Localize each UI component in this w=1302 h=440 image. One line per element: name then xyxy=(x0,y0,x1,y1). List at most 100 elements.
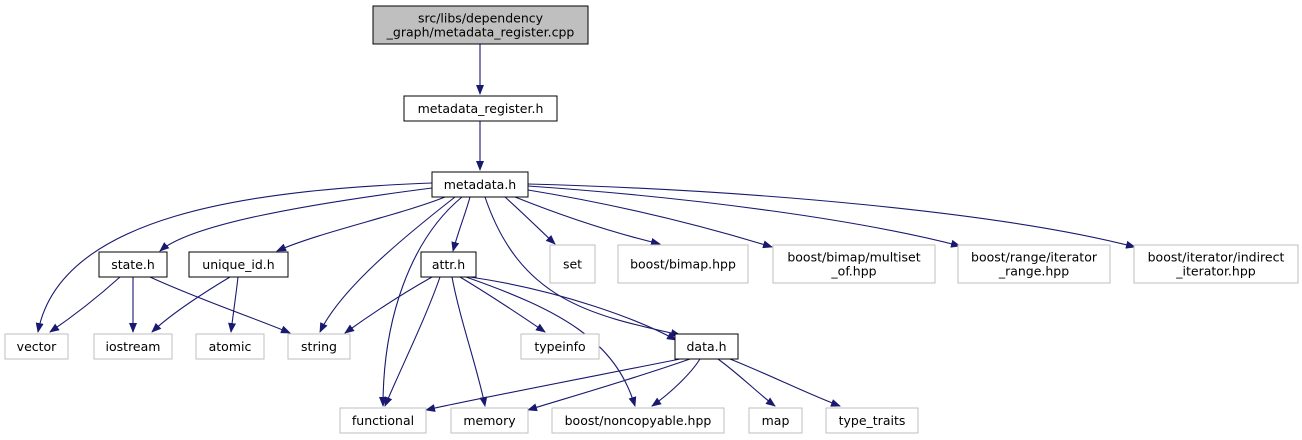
node-label: _iterator.hpp xyxy=(1175,264,1255,279)
node-string: string xyxy=(287,333,351,360)
node-box xyxy=(403,95,558,122)
node-root[interactable]: src/libs/dependency_graph/metadata_regis… xyxy=(372,5,589,45)
node-box xyxy=(772,244,936,284)
node-box xyxy=(93,333,173,360)
node-label: functional xyxy=(352,413,414,428)
edge-metadata-to-unique-id xyxy=(276,196,446,252)
nodes-layer: src/libs/dependency_graph/metadata_regis… xyxy=(4,5,1299,434)
edge-data-to-boost-noncopyable xyxy=(651,358,701,407)
node-box xyxy=(551,407,725,434)
node-set: set xyxy=(549,244,596,284)
node-label: atomic xyxy=(209,339,252,354)
node-box xyxy=(1133,244,1299,284)
node-label: type_traits xyxy=(839,413,906,428)
node-boost-indirect: boost/iterator/indirect_iterator.hpp xyxy=(1133,244,1299,284)
edge-metadata-to-boost-indirect xyxy=(527,183,1136,249)
node-type-traits: type_traits xyxy=(825,407,919,434)
node-box xyxy=(748,407,803,434)
node-memory: memory xyxy=(450,407,529,434)
edge-metadata-to-functional xyxy=(379,196,463,407)
node-label: _graph/metadata_register.cpp xyxy=(386,25,575,40)
edge-metadata-to-string xyxy=(319,196,456,333)
node-label: boost/bimap.hpp xyxy=(630,257,736,272)
node-label: state.h xyxy=(111,257,155,272)
node-box xyxy=(825,407,919,434)
edge-metadata-to-boost-multiset xyxy=(527,189,773,249)
node-attr[interactable]: attr.h xyxy=(420,251,477,278)
edge-unique-id-to-iostream xyxy=(151,276,231,333)
node-label: data.h xyxy=(686,339,726,354)
node-box xyxy=(372,5,589,45)
edge-attr-to-string xyxy=(344,276,433,334)
node-box xyxy=(4,333,69,360)
edge-metadata-to-attr xyxy=(451,196,471,252)
edge-data-to-type-traits xyxy=(729,358,841,407)
node-box xyxy=(195,333,265,360)
edge-metadata-to-set xyxy=(504,196,556,245)
edge-unique-id-to-atomic xyxy=(228,276,239,333)
edge-attr-to-boost-noncopyable xyxy=(465,276,637,407)
node-label: memory xyxy=(463,413,516,428)
node-label: typeinfo xyxy=(534,339,585,354)
node-functional: functional xyxy=(339,407,427,434)
node-label: iostream xyxy=(106,339,161,354)
node-unique-id[interactable]: unique_id.h xyxy=(188,251,289,278)
node-label: _range.hpp xyxy=(998,264,1069,279)
edge-attr-to-functional xyxy=(384,276,441,407)
node-label: _of.hpp xyxy=(830,264,876,279)
node-box xyxy=(450,407,529,434)
node-boost-range: boost/range/iterator_range.hpp xyxy=(957,244,1111,284)
edge-metadata-to-state xyxy=(159,187,433,252)
node-metadata-register[interactable]: metadata_register.h xyxy=(403,95,558,122)
node-label: vector xyxy=(17,339,58,354)
node-metadata[interactable]: metadata.h xyxy=(431,171,529,198)
node-box xyxy=(339,407,427,434)
edges-layer xyxy=(35,44,1136,412)
node-box xyxy=(420,251,477,278)
edge-attr-to-memory xyxy=(451,276,488,407)
node-data[interactable]: data.h xyxy=(674,333,739,360)
node-label: attr.h xyxy=(432,257,465,272)
node-label: boost/bimap/multiset xyxy=(787,250,920,265)
node-box xyxy=(674,333,739,360)
edge-attr-to-data xyxy=(469,276,677,341)
node-label: set xyxy=(563,257,582,272)
node-label: unique_id.h xyxy=(202,257,274,272)
node-boost-bimap: boost/bimap.hpp xyxy=(617,244,749,284)
node-label: boost/iterator/indirect xyxy=(1148,250,1285,265)
node-map: map xyxy=(748,407,803,434)
node-vector: vector xyxy=(4,333,69,360)
node-typeinfo: typeinfo xyxy=(520,333,600,360)
edge-metadata-to-data xyxy=(484,196,681,337)
edge-metadata-to-boost-range xyxy=(527,185,961,248)
edge-metadata-to-vector xyxy=(35,182,433,333)
node-atomic: atomic xyxy=(195,333,265,360)
node-box xyxy=(98,251,168,278)
node-state[interactable]: state.h xyxy=(98,251,168,278)
node-label: boost/noncopyable.hpp xyxy=(565,413,712,428)
edge-metadata-to-boost-bimap xyxy=(514,196,661,246)
edge-data-to-map xyxy=(717,358,776,407)
node-label: map xyxy=(762,413,790,428)
node-iostream: iostream xyxy=(93,333,173,360)
edge-data-to-memory xyxy=(527,358,691,412)
node-label: metadata_register.h xyxy=(418,101,544,116)
edge-attr-to-typeinfo xyxy=(459,276,546,333)
edge-state-to-vector xyxy=(49,276,121,333)
node-box xyxy=(957,244,1111,284)
edge-state-to-string xyxy=(149,276,291,334)
node-label: boost/range/iterator xyxy=(971,250,1098,265)
node-label: metadata.h xyxy=(444,177,516,192)
edge-data-to-functional xyxy=(425,358,681,412)
node-box xyxy=(549,244,596,284)
node-label: string xyxy=(301,339,337,354)
node-box xyxy=(287,333,351,360)
node-boost-noncopyable: boost/noncopyable.hpp xyxy=(551,407,725,434)
node-box xyxy=(617,244,749,284)
node-box xyxy=(431,171,529,198)
node-label: src/libs/dependency xyxy=(418,11,544,26)
node-box xyxy=(520,333,600,360)
node-boost-multiset: boost/bimap/multiset_of.hpp xyxy=(772,244,936,284)
node-box xyxy=(188,251,289,278)
